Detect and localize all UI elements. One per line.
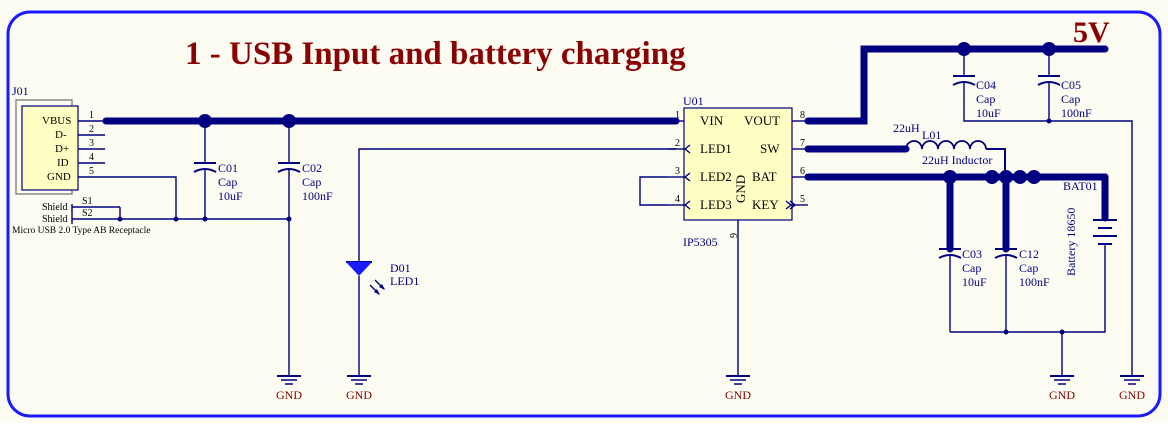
svg-text:4: 4 [675, 194, 680, 205]
svg-text:C12: C12 [1019, 247, 1039, 261]
usb-pin-num-1: 1 [89, 110, 94, 121]
ic-designator: U01 [683, 94, 704, 108]
usb-pin-num-3: 3 [89, 138, 94, 149]
gnd-symbol: GND [1119, 375, 1145, 402]
svg-text:8: 8 [800, 110, 805, 121]
gnd-symbol: GND [346, 375, 372, 402]
led-d01: D01 LED1 [346, 148, 676, 376]
svg-text:C04: C04 [976, 78, 996, 92]
ic-part: IP5305 [683, 235, 718, 249]
svg-text:LED1: LED1 [700, 141, 732, 156]
svg-text:L01: L01 [922, 128, 941, 142]
usb-pin-num-4: 4 [89, 152, 94, 163]
svg-text:100nF: 100nF [1019, 275, 1050, 289]
svg-text:BAT01: BAT01 [1063, 179, 1098, 193]
usb-pin-vbus: VBUS [42, 115, 71, 127]
sheet-title: 1 - USB Input and battery charging [185, 36, 686, 72]
sheet-border [6, 10, 1162, 418]
svg-text:100nF: 100nF [1061, 106, 1092, 120]
svg-text:6: 6 [800, 166, 805, 177]
capacitor-c12: C12 Cap 100nF [994, 247, 1050, 332]
svg-text:22uH: 22uH [893, 121, 920, 135]
usb-pin-id: ID [57, 157, 69, 169]
svg-text:GND: GND [733, 175, 748, 203]
usb-pin-num-2: 2 [89, 124, 94, 135]
svg-text:LED2: LED2 [700, 169, 732, 184]
svg-text:10uF: 10uF [962, 275, 987, 289]
vout-rail-5v [804, 45, 1109, 125]
usb-shield-num-2: S2 [82, 208, 93, 219]
usb-description: Micro USB 2.0 Type AB Receptacle [12, 226, 150, 236]
usb-pin-dplus: D+ [55, 143, 69, 155]
usb-designator: J01 [12, 84, 29, 98]
battery-bat01: BAT01 Battery 18650 [950, 179, 1117, 376]
capacitor-c05: C05 Cap 100nF [1037, 49, 1092, 124]
net-label-5v: 5V [1073, 16, 1110, 49]
svg-text:Cap: Cap [962, 261, 981, 275]
svg-text:C01: C01 [218, 161, 238, 175]
usb-shield-num-1: S1 [82, 196, 93, 207]
usb-connector: J01 VBUS D- D+ ID GND 1 2 3 4 5 Shield S… [12, 84, 150, 236]
svg-text:GND: GND [1119, 388, 1145, 402]
svg-text:1: 1 [675, 110, 680, 121]
svg-text:10uF: 10uF [976, 106, 1001, 120]
svg-text:9: 9 [729, 233, 740, 238]
svg-text:VOUT: VOUT [744, 113, 780, 128]
svg-text:3: 3 [675, 166, 680, 177]
capacitor-c02: C02 Cap 100nF [277, 121, 333, 376]
svg-text:LED1: LED1 [390, 274, 419, 288]
ic-ip5305: U01 1 2 3 4 VIN LED1 LED2 LED3 8 7 6 5 V… [668, 94, 808, 376]
svg-text:GND: GND [1049, 388, 1075, 402]
svg-text:VIN: VIN [700, 113, 724, 128]
usb-shield-2: Shield [42, 214, 68, 225]
svg-text:GND: GND [346, 388, 372, 402]
capacitor-c03: C03 Cap 10uF [938, 247, 987, 332]
svg-text:GND: GND [725, 388, 751, 402]
svg-text:KEY: KEY [752, 197, 779, 212]
usb-pin-gnd: GND [47, 171, 71, 183]
svg-text:Cap: Cap [302, 175, 321, 189]
capacitor-c01: C01 Cap 10uF [193, 121, 243, 219]
svg-text:22uH Inductor: 22uH Inductor [922, 153, 992, 167]
svg-text:BAT: BAT [752, 169, 777, 184]
svg-text:Cap: Cap [1019, 261, 1038, 275]
svg-text:C05: C05 [1061, 78, 1081, 92]
svg-text:D01: D01 [390, 261, 411, 275]
svg-text:Cap: Cap [976, 92, 995, 106]
svg-text:Battery 18650: Battery 18650 [1064, 208, 1078, 276]
svg-text:7: 7 [800, 138, 805, 149]
svg-text:SW: SW [760, 141, 780, 156]
svg-text:Cap: Cap [218, 175, 237, 189]
svg-text:10uF: 10uF [218, 189, 243, 203]
svg-text:C03: C03 [962, 247, 982, 261]
usb-pin-num-5: 5 [89, 166, 94, 177]
svg-text:LED3: LED3 [700, 197, 732, 212]
svg-text:GND: GND [276, 388, 302, 402]
gnd-symbol: GND [276, 375, 302, 402]
inductor-l01: 22uH L01 22uH Inductor [893, 121, 1006, 177]
gnd-symbol: GND [725, 375, 751, 402]
svg-text:C02: C02 [302, 161, 322, 175]
svg-text:Cap: Cap [1061, 92, 1080, 106]
usb-pin-dminus: D- [55, 129, 67, 141]
svg-text:2: 2 [675, 138, 680, 149]
gnd-symbol: GND [1049, 375, 1075, 402]
svg-text:100nF: 100nF [302, 189, 333, 203]
svg-text:5: 5 [800, 194, 805, 205]
usb-shield-1: Shield [42, 202, 68, 213]
